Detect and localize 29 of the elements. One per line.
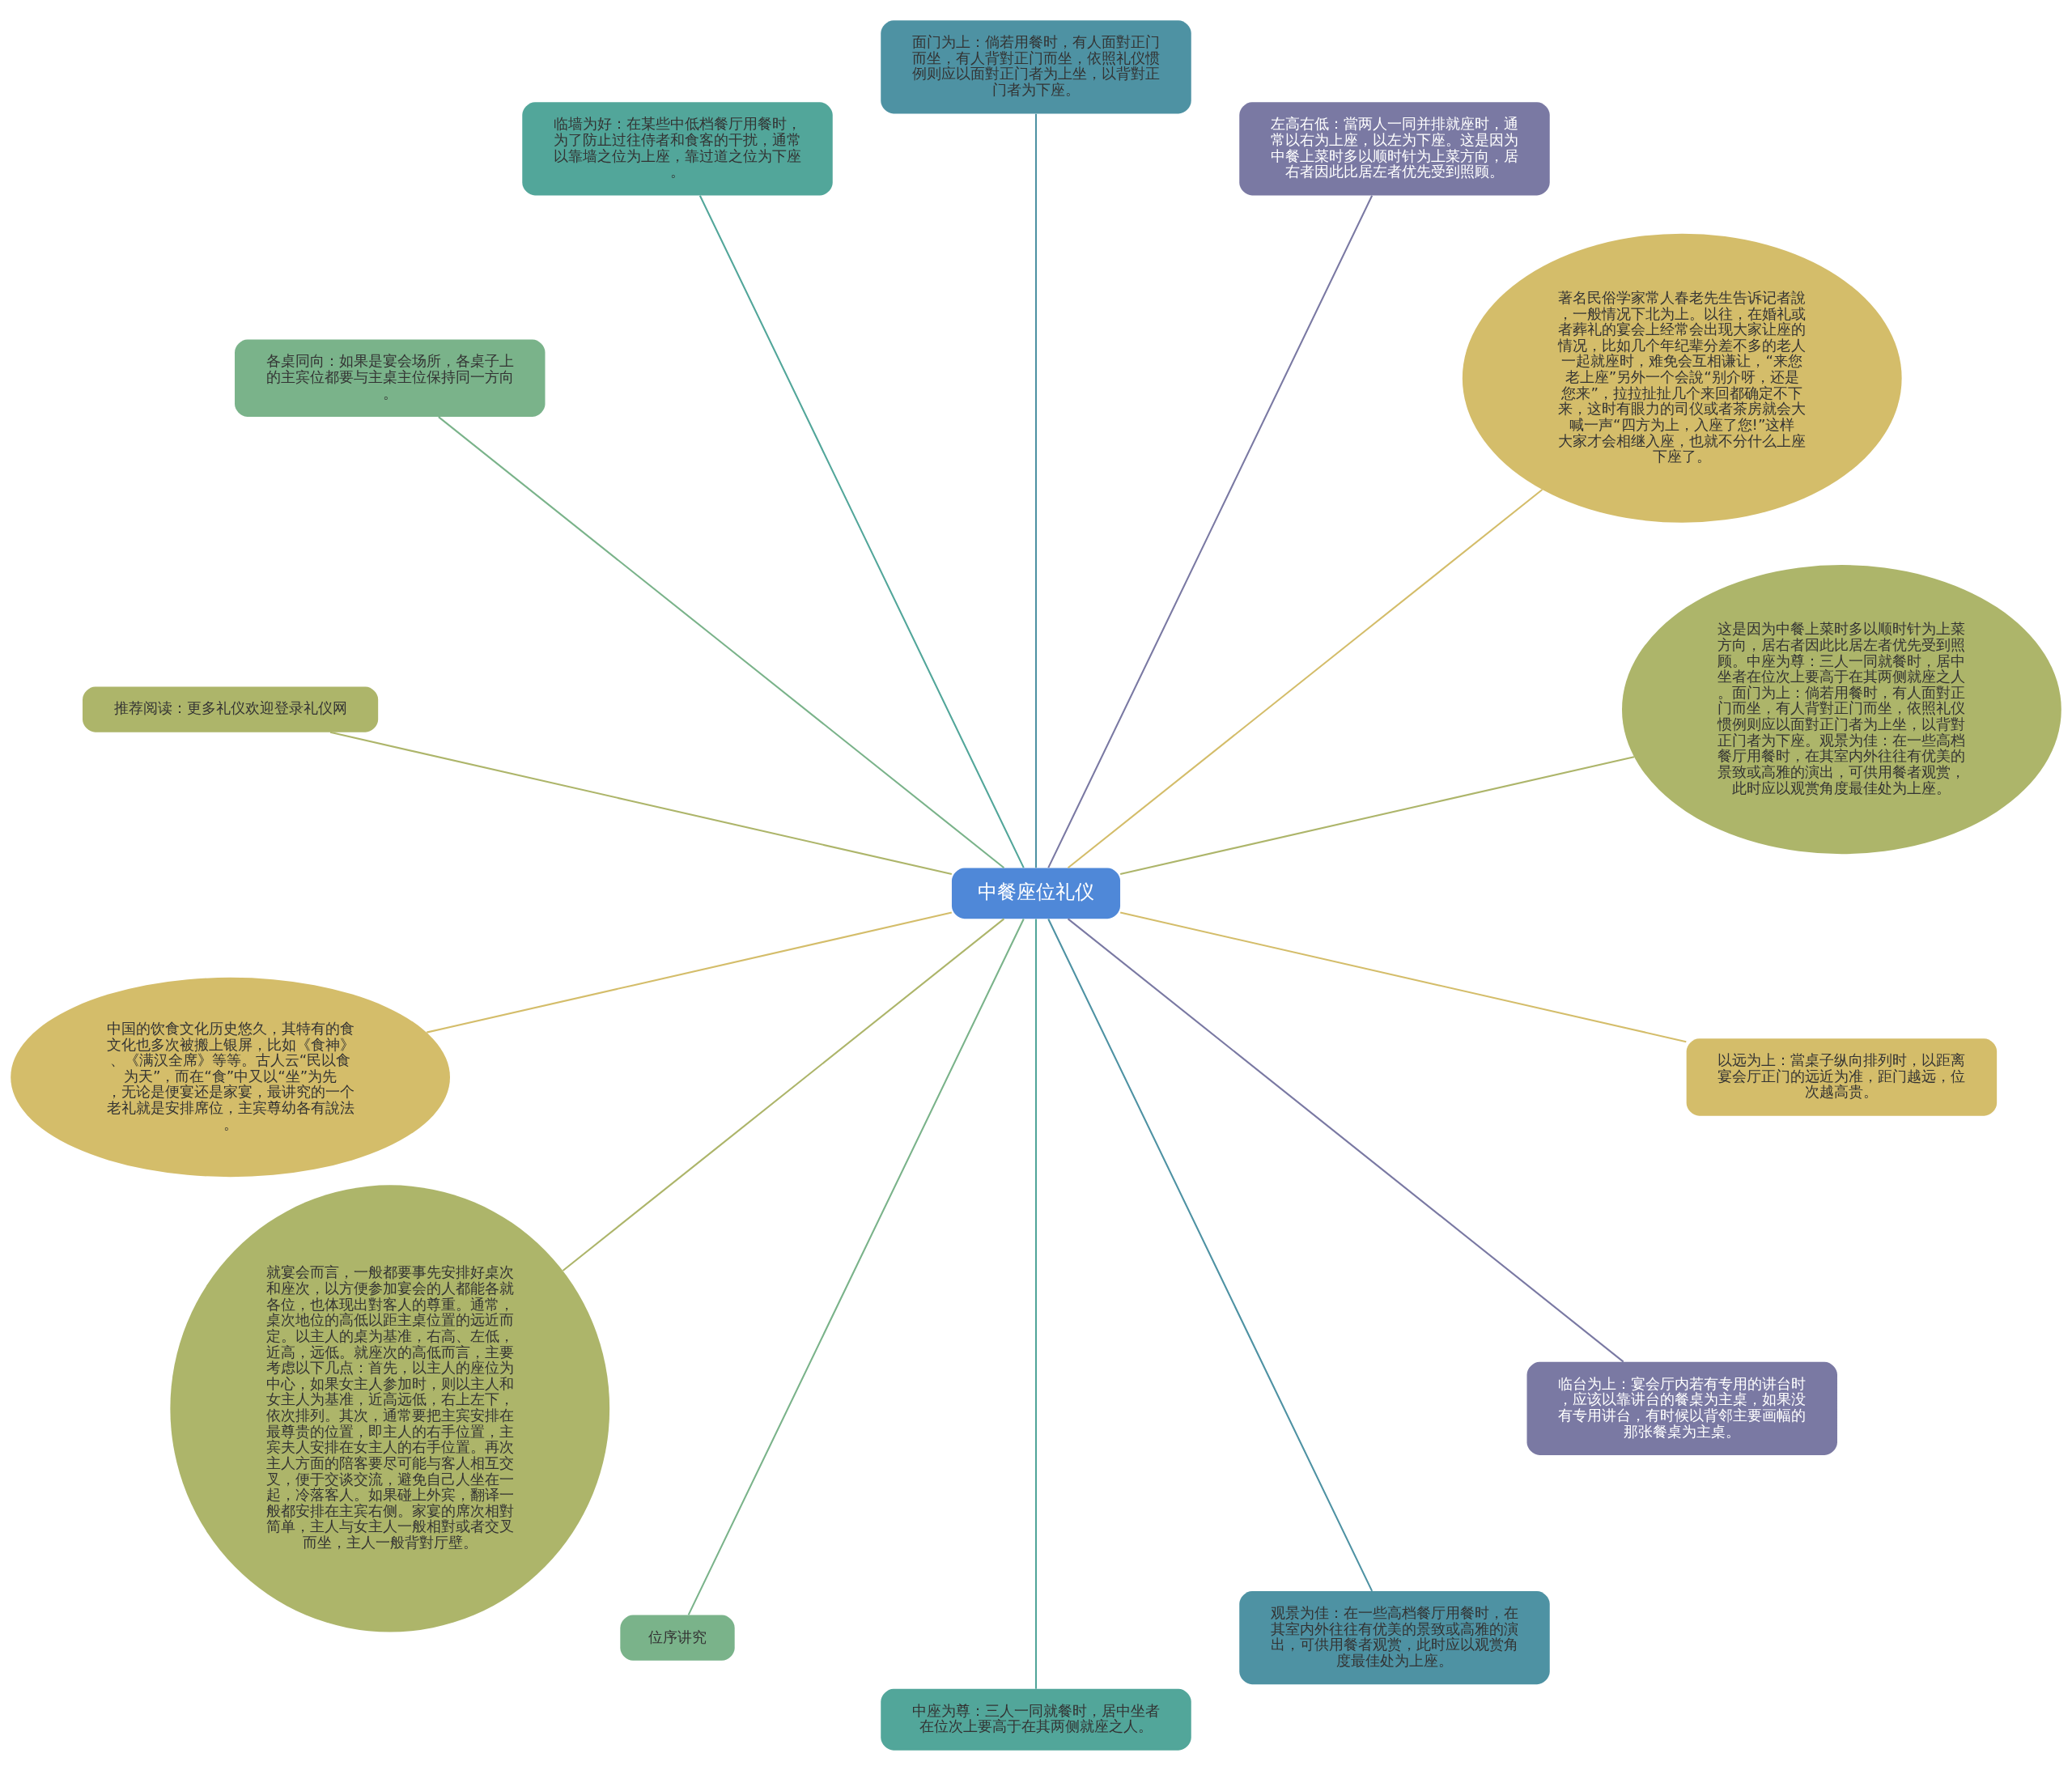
connector: [687, 918, 1025, 1615]
connector: [1067, 918, 1624, 1362]
node-box: 位序讲究: [620, 1615, 735, 1661]
node-box: 临台为上：宴会厅内若有专用的讲台时，应该以靠讲台的餐桌为主桌，如果没有专用讲台，有时候以背邻主要画幅的那张餐桌为主桌。: [1526, 1361, 1837, 1455]
node-box: 中座为尊：三人一同就餐时，居中坐者在位次上要高于在其两侧就座之人。: [881, 1688, 1191, 1751]
connector: [427, 911, 953, 1034]
node-box: 中餐座位礼仪: [951, 867, 1121, 919]
node-ellipse: 著名民俗学家常人春老先生告诉记者說，一般情况下北为上。以往，在婚礼或者葬礼的宴会上经常会出现大家让座的情况，比如几个年纪辈分差不多的老人一起就座时，难免会互相谦让，“来您老上座”另外一个会說“别介呀，还是您来”，拉拉扯扯几个来回都确定不下来，这时有眼力的司仪或者茶房就会大喊一声“四方为上，入座了您!”这样大家才会相继入座，也就不分什么上座下座了。: [1462, 233, 1902, 523]
connector: [1067, 488, 1543, 868]
connector: [438, 415, 1005, 868]
connector: [562, 918, 1005, 1271]
node-box: 面门为上：倘若用餐时，有人面對正门而坐，有人背對正门而坐，依照礼仪惯例则应以面對正门者为上坐，以背對正门者为下座。: [881, 19, 1191, 113]
node-box: 推荐阅读：更多礼仪欢迎登录礼仪网: [83, 686, 379, 732]
connector: [698, 194, 1025, 868]
connector: [1034, 113, 1038, 868]
node-box: 各桌同向：如果是宴会场所，各桌子上的主宾位都要与主桌主位保持同一方向。: [235, 338, 546, 417]
node-ellipse: 中国的饮食文化历史悠久，其特有的食文化也多次被搬上银屏，比如《食神》、《满汉全席》等等。古人云“民以食为天”，而在“食”中又以“坐”为先，无论是便宴还是家宴，最讲究的一个老礼就是安排席位，主宾尊幼各有說法。: [11, 977, 450, 1177]
connector: [1047, 918, 1374, 1591]
connector: [1047, 194, 1374, 868]
node-ellipse: 这是因为中餐上菜时多以顺时针为上菜方向，居右者因此比居左者优先受到照顾。中座为尊：三人一同就餐时，居中坐者在位次上要高于在其两侧就座之人。面门为上：倘若用餐时，有人面對正门而坐，有人背對正门而坐，依照礼仪惯例则应以面對正门者为上坐，以背對正门者为下座。观景为佳：在一些高档餐厅用餐时，在其室内外往往有优美的景致或高雅的演出，可供用餐者观赏，此时应以观赏角度最佳处为上座。: [1622, 564, 2061, 854]
node-circle: 就宴会而言，一般都要事先安排好桌次和座次，以方便参加宴会的人都能各就各位，也体现出對客人的尊重。通常，桌次地位的高低以距主桌位置的远近而定。以主人的桌为基准，右高、左低，近高，远低。就座次的高低而言，主要考虑以下几点：首先，以主人的座位为中心，如果女主人参加时，则以主人和女主人为基准，近高远低，右上左下，依次排列。其次，通常要把主宾安排在最尊贵的位置，即主人的右手位置，主宾夫人安排在女主人的右手位置。再次主人方面的陪客要尽可能与客人相互交叉，便于交谈交流，避免自己人坐在一起，冷落客人。如果碰上外宾，翻译一般都安排在主宾右侧。家宴的席次相對简单，主人与女主人一般相對或者交叉而坐，主人一般背對厅壁。: [170, 1184, 610, 1632]
node-box: 观景为佳：在一些高档餐厅用餐时，在其室内外往往有优美的景致或高雅的演出，可供用餐者观赏，此时应以观赏角度最佳处为上座。: [1239, 1590, 1550, 1684]
node-box: 临墙为好：在某些中低档餐厅用餐时，为了防止过往侍者和食客的干扰，通常以靠墙之位为上座，靠过道之位为下座。: [522, 101, 833, 195]
connector: [1034, 919, 1038, 1689]
connector: [1119, 755, 1635, 875]
connector: [329, 731, 953, 875]
node-box: 左高右低：當两人一同并排就座时，通常以右为上座，以左为下座。这是因为中餐上菜时多以顺时针为上菜方向，居右者因此比居左者优先受到照顾。: [1239, 101, 1550, 195]
connector: [1119, 911, 1687, 1042]
node-box: 以远为上：當桌子纵向排列时，以距离宴会厅正门的远近为准，距门越远，位次越高贵。: [1686, 1038, 1998, 1116]
